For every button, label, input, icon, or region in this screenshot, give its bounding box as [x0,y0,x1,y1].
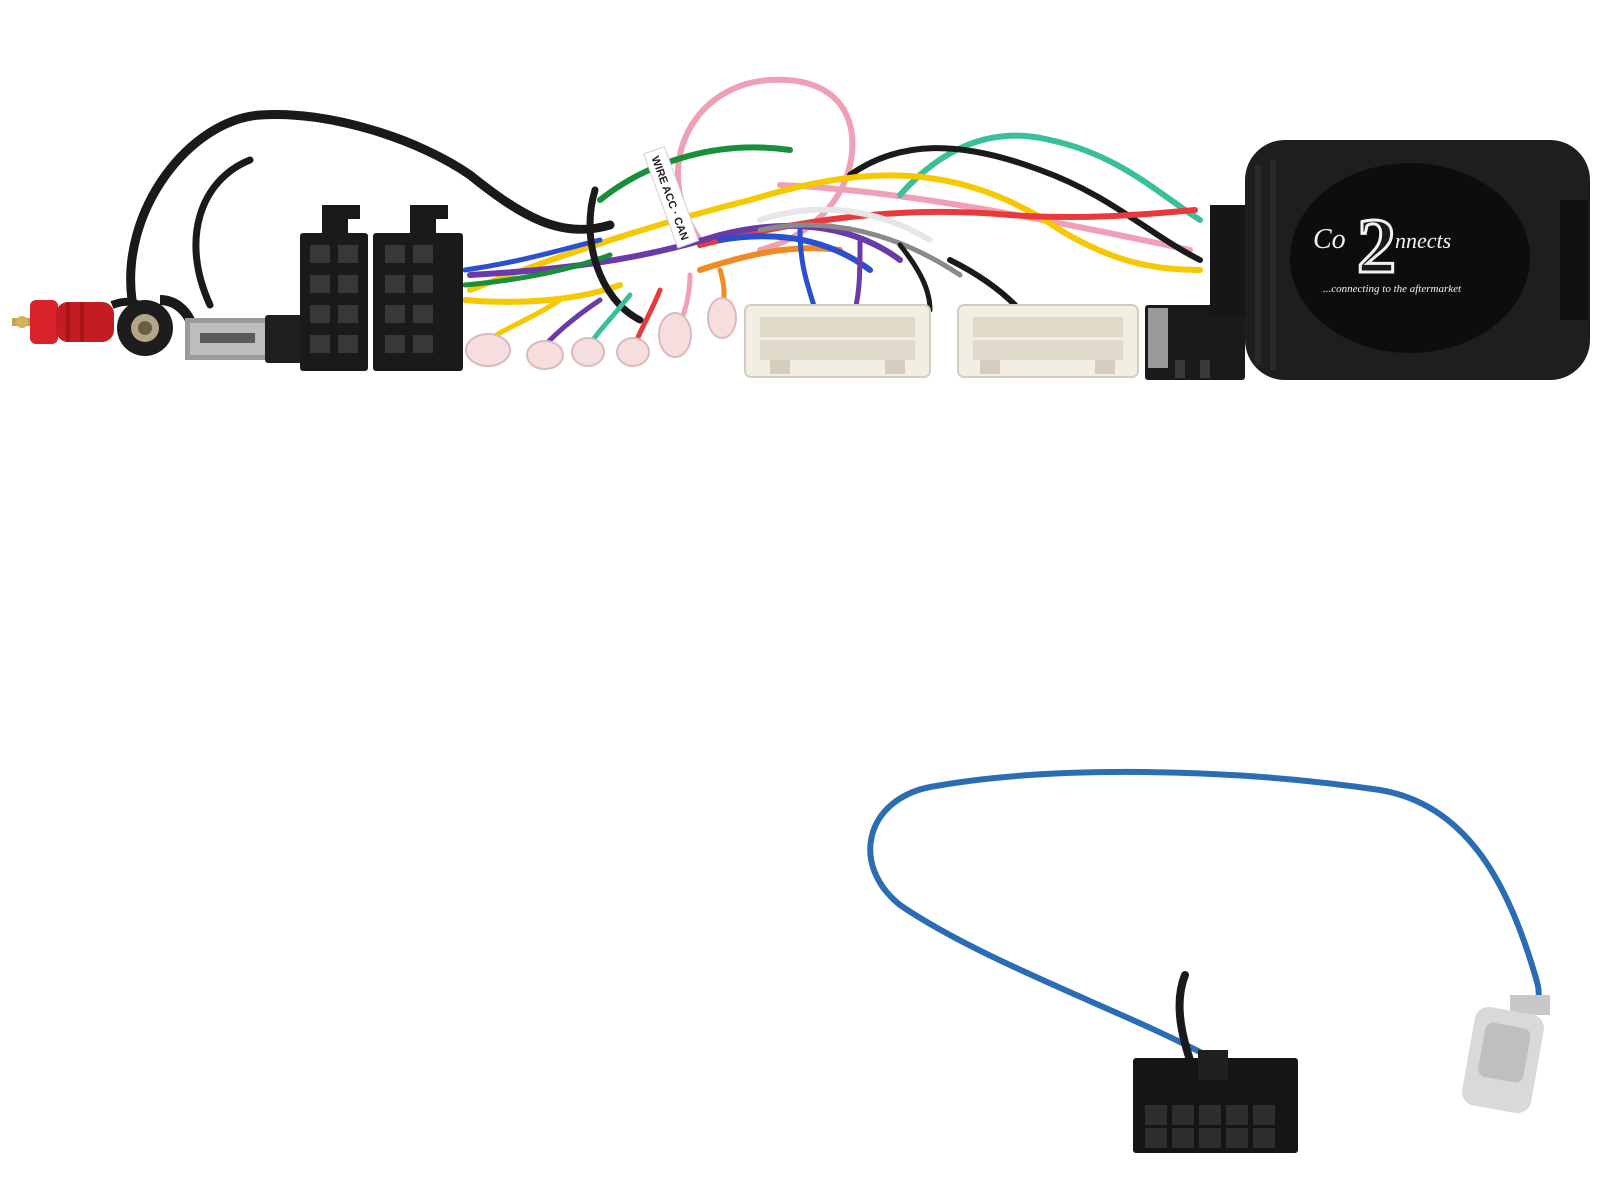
antenna-adapter-lead [867,768,1550,1153]
pink-wire [674,76,856,253]
iso-connector-left [300,205,368,371]
lead-wire [947,257,1018,308]
teal-wire [897,132,1203,223]
violet-wire [467,222,903,278]
green-wire [597,144,793,203]
bullet-connectors [465,297,737,370]
ten-pin-connector [1133,1050,1298,1153]
black-cable [126,109,615,305]
blue-wire [717,233,873,273]
bullet-connector [616,337,650,367]
bullet-connector [526,340,564,370]
vehicle-connector-b [957,304,1139,378]
black-cable [192,156,254,309]
yellow-wire [467,172,1203,293]
bullet-connector [707,297,737,339]
small-black-connector [1145,305,1245,380]
lead-wire [797,227,818,313]
bullet-connector [465,333,511,367]
grey-wire [757,222,963,278]
bullet-connector [658,312,692,358]
lead-wire [487,297,563,343]
vehicle-connector-a [744,304,931,378]
brand-name-left: Co [1313,224,1346,255]
brand-logo: Co 2 nnects ...connecting to the afterma… [1313,201,1462,296]
brand-name-right: nnects [1395,228,1451,253]
brand-tagline: ...connecting to the aftermarket [1323,283,1462,295]
black-wire [847,145,1203,263]
black-wire [586,186,644,324]
orange-wire [697,245,843,273]
blue-cable [867,768,1542,1055]
usb-plug [185,315,305,363]
bullet-connector [571,337,605,367]
pink-wire [777,182,1193,253]
brand-digit: 2 [1357,202,1396,289]
blue-wire [462,237,603,273]
lead-wire [852,237,863,313]
white-wire [757,206,933,243]
rca-plug-red [12,297,148,344]
antenna-plug [117,295,195,356]
black-lead [1175,971,1194,1064]
iso-connector-right [373,205,463,371]
antenna-female-plug [1462,995,1550,1114]
lead-wire [897,242,933,313]
interface-module: Co 2 nnects ...connecting to the afterma… [1210,140,1590,380]
